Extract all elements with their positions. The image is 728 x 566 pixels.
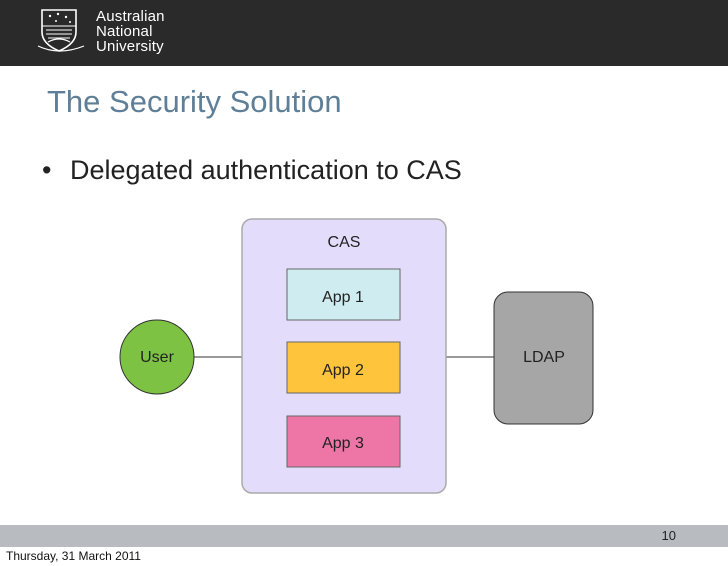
ldap-label: LDAP <box>523 349 565 366</box>
cas-label: CAS <box>328 234 361 251</box>
logo-line-2: National <box>96 23 153 40</box>
anu-logo: Australian National University <box>36 6 176 56</box>
app-1-box <box>286 268 401 321</box>
bullet-item: • Delegated authentication to CAS <box>42 155 462 186</box>
ldap-node <box>493 291 594 425</box>
app-2-label: App 2 <box>322 362 364 379</box>
page-number: 10 <box>661 528 676 543</box>
bullet-dot: • <box>42 155 52 185</box>
user-node <box>119 319 195 395</box>
logo-line-1: Australian <box>96 8 165 25</box>
anu-wordmark: Australian National University <box>96 9 165 54</box>
app-3-label: App 3 <box>322 435 364 452</box>
app-2-box <box>286 341 401 394</box>
user-label: User <box>140 349 174 366</box>
slide-title: The Security Solution <box>47 84 342 119</box>
anu-crest-icon <box>37 9 85 52</box>
app-3-box <box>286 415 401 468</box>
app-1-label: App 1 <box>322 289 364 306</box>
logo-line-3: University <box>96 38 164 55</box>
bullet-text: Delegated authentication to CAS <box>70 155 462 185</box>
header-bar: Australian National University <box>0 0 728 66</box>
footer-bar: 10 <box>0 525 728 547</box>
footer-date: Thursday, 31 March 2011 <box>6 549 141 563</box>
